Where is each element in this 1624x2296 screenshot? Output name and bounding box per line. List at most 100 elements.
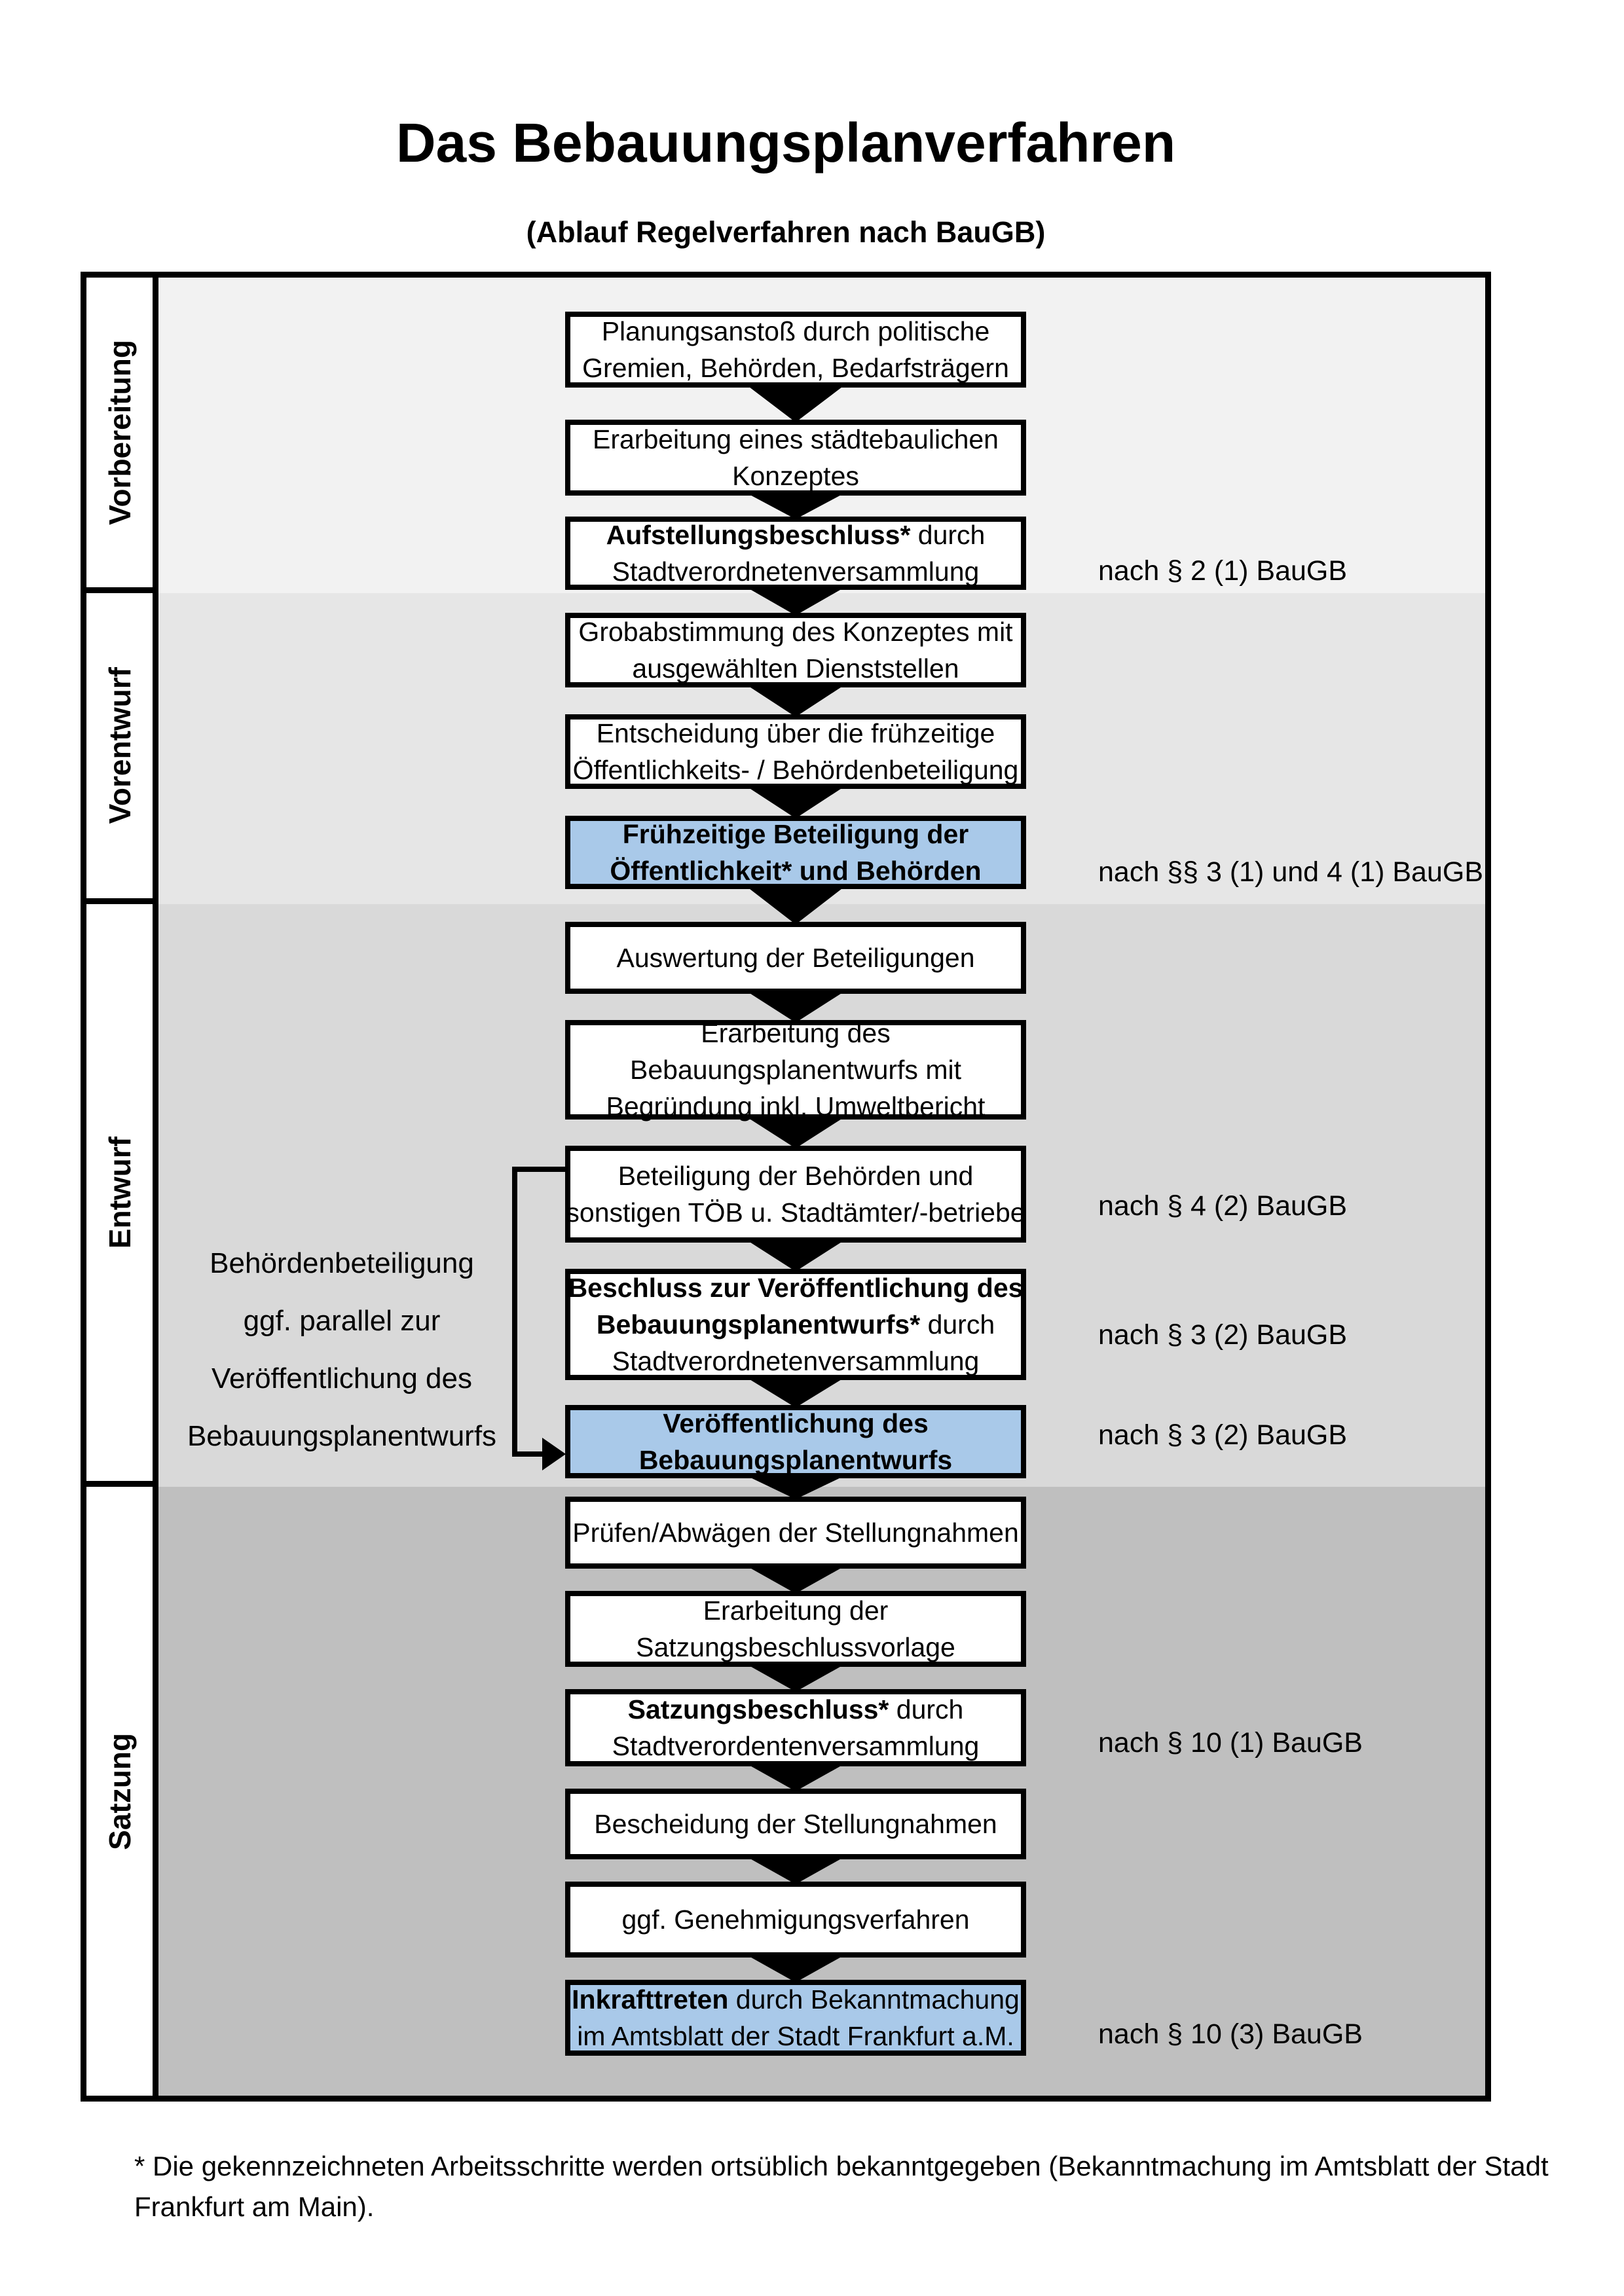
text-regular: Entscheidung über die frühzeitige (596, 718, 995, 748)
flow-arrow-down (747, 1955, 845, 1982)
flow-step-text-line: ggf. Genehmigungsverfahren (621, 1901, 969, 1938)
footnote-line: Frankfurt am Main). (134, 2191, 375, 2222)
flow-arrow-down (747, 1240, 845, 1271)
flow-step-auswertung: Auswertung der Beteiligungen (565, 922, 1026, 994)
text-regular: ausgewählten Dienststellen (632, 653, 959, 683)
flow-arrow-down (747, 886, 845, 924)
flow-step-text-line: Bescheidung der Stellungnahmen (594, 1806, 997, 1842)
text-regular: Satzungsbeschlussvorlage (636, 1632, 955, 1662)
flow-step-text-line: Erarbeitung der (703, 1592, 889, 1629)
phase-cell-satzung: Satzung (86, 1487, 153, 2096)
flow-step-text-line: Bebauungsplanentwurfs* durch (597, 1306, 995, 1343)
text-regular: durch (910, 520, 986, 550)
flow-step-text-line: Auswertung der Beteiligungen (616, 939, 974, 976)
flow-step-text-line: Prüfen/Abwägen der Stellungnahmen (572, 1514, 1019, 1551)
text-regular: Erarbeitung des (701, 1018, 891, 1048)
text-bold: Beschluss zur Veröffentlichung des (568, 1273, 1024, 1303)
flow-step-grobabstimmung: Grobabstimmung des Konzeptes mit ausgewä… (565, 613, 1026, 687)
flow-step-text-line: Stadtverordnetenversammlung (612, 1343, 980, 1379)
flow-step-text-line: Konzeptes (732, 458, 859, 494)
text-regular: Auswertung der Beteiligungen (616, 943, 975, 973)
flow-arrow-down (747, 1764, 845, 1791)
flow-step-genehmigungsverfahren: ggf. Genehmigungsverfahren (565, 1882, 1026, 1958)
page-subtitle: (Ablauf Regelverfahren nach BauGB) (526, 215, 1046, 249)
note-line: Behördenbeteiligung (210, 1247, 474, 1279)
flow-arrow-down (747, 1377, 845, 1408)
flow-step-text-line: Inkrafttreten durch Bekanntmachung (572, 1981, 1020, 2018)
phase-label-column: Vorbereitung Vorentwurf Entwurf Satzung (86, 278, 158, 2096)
legal-ref-fruehzeitige-beteiligung: nach §§ 3 (1) und 4 (1) BauGB (1098, 856, 1484, 888)
text-bold: Öffentlichkeit* und Behörden (610, 856, 982, 886)
note-line: ggf. parallel zur (243, 1305, 441, 1337)
flow-step-fruehzeitige-beteiligung: Frühzeitige Beteiligung der Öffentlichke… (565, 816, 1026, 889)
phase-cell-entwurf: Entwurf (86, 904, 153, 1487)
text-regular: durch (920, 1309, 995, 1339)
legal-ref-satzungsbeschluss: nach § 10 (1) BauGB (1098, 1727, 1363, 1758)
flow-step-text-line: Beteiligung der Behörden und (618, 1157, 974, 1194)
flow-step-satzungsvorlage: Erarbeitung der Satzungsbeschlussvorlage (565, 1591, 1026, 1667)
parallel-connector-top-segment (512, 1167, 565, 1172)
text-regular: Gremien, Behörden, Bedarfsträgern (582, 353, 1009, 383)
flow-step-text-line: Gremien, Behörden, Bedarfsträgern (582, 350, 1009, 386)
text-bold: Inkrafttreten (572, 1984, 729, 2014)
flow-arrow-down (747, 385, 845, 422)
flow-step-text-line: Grobabstimmung des Konzeptes mit (578, 613, 1012, 650)
flow-step-text-line: Erarbeitung eines städtebaulichen (593, 421, 999, 458)
flow-step-konzept-erarbeitung: Erarbeitung eines städtebaulichen Konzep… (565, 420, 1026, 496)
flow-arrow-down (747, 1566, 845, 1594)
legal-ref-veroeffentlichungsbeschluss: nach § 3 (2) BauGB (1098, 1319, 1348, 1351)
flow-step-planungsanstoss: Planungsanstoß durch politische Gremien,… (565, 312, 1026, 388)
flow-step-text-line: Stadtverordentenversammlung (612, 1728, 980, 1764)
flow-arrow-down (747, 786, 845, 818)
flow-step-text-line: Öffentlichkeit* und Behörden (610, 852, 981, 889)
flow-arrow-down (747, 991, 845, 1023)
title-block: Das Bebauungsplanverfahren (Ablauf Regel… (81, 111, 1491, 249)
text-regular: Bebauungsplanentwurfs mit (630, 1055, 961, 1085)
flow-step-text-line: Stadtverordnetenversammlung (612, 553, 980, 590)
text-regular: sonstigen TÖB u. Stadtämter/-betriebe (566, 1197, 1025, 1228)
text-regular: Erarbeitung eines städtebaulichen (593, 424, 999, 454)
flow-step-text-line: Bebauungsplanentwurfs mit (630, 1051, 961, 1088)
text-regular: Stadtverordnetenversammlung (612, 556, 980, 587)
phase-label-vorbereitung: Vorbereitung (102, 340, 137, 525)
flow-step-text-line: Bebauungsplanentwurfs (639, 1442, 952, 1478)
text-regular: Stadtverordnetenversammlung (612, 1346, 980, 1376)
flow-step-text-line: Beschluss zur Veröffentlichung des (568, 1269, 1024, 1306)
flow-arrow-down (747, 1857, 845, 1884)
flow-arrow-down (747, 1117, 845, 1148)
phase-label-vorentwurf: Vorentwurf (102, 667, 137, 824)
phase-label-satzung: Satzung (102, 1732, 137, 1850)
text-bold: Bebauungsplanentwurfs (638, 1445, 953, 1475)
text-regular: Begründung inkl. Umweltbericht (606, 1091, 986, 1121)
flow-step-text-line: Erarbeitung des (701, 1015, 890, 1051)
text-bold: Satzungsbeschluss* (627, 1694, 889, 1724)
flow-step-text-line: Begründung inkl. Umweltbericht (606, 1088, 986, 1125)
note-line: Bebauungsplanentwurfs (187, 1420, 497, 1452)
note-line: Veröffentlichung des (212, 1362, 472, 1394)
legal-ref-behoerdenbeteiligung: nach § 4 (2) BauGB (1098, 1190, 1348, 1222)
flow-arrow-down (747, 493, 845, 519)
flow-step-veroeffentlichungsbeschluss: Beschluss zur Veröffentlichung des Bebau… (565, 1269, 1026, 1380)
flow-step-behoerdenbeteiligung: Beteiligung der Behörden und sonstigen T… (565, 1146, 1026, 1243)
flow-step-veroeffentlichung: Veröffentlichung des Bebauungsplanentwur… (565, 1405, 1026, 1478)
text-regular: Stadtverordentenversammlung (612, 1731, 980, 1761)
text-regular: durch Bekanntmachung (728, 1984, 1020, 2014)
flow-step-text-line: sonstigen TÖB u. Stadtämter/-betriebe (566, 1194, 1025, 1231)
text-regular: durch (889, 1694, 964, 1724)
text-regular: Beteiligung der Behörden und (618, 1161, 974, 1191)
phase-cell-vorbereitung: Vorbereitung (86, 278, 153, 593)
parallel-connector-arrowhead-icon (542, 1438, 566, 1470)
text-regular: ggf. Genehmigungsverfahren (621, 1904, 970, 1935)
text-regular: Planungsanstoß durch politische (601, 316, 990, 346)
flow-step-satzungsbeschluss: Satzungsbeschluss* durch Stadtverordente… (565, 1689, 1026, 1766)
footnote: * Die gekennzeichneten Arbeitsschritte w… (134, 2146, 1575, 2227)
flow-arrow-down (747, 1476, 845, 1499)
text-bold: Bebauungsplanentwurfs* (596, 1309, 921, 1339)
footnote-line: * Die gekennzeichneten Arbeitsschritte w… (134, 2151, 1549, 2181)
text-regular: Prüfen/Abwägen der Stellungnahmen (572, 1518, 1019, 1548)
text-bold: Frühzeitige Beteiligung der (622, 819, 969, 849)
flow-step-text-line: Öffentlichkeits- / Behördenbeteiligung (573, 752, 1019, 788)
flow-step-aufstellungsbeschluss: Aufstellungsbeschluss* durch Stadtverord… (565, 517, 1026, 590)
diagram-content: Planungsanstoß durch politische Gremien,… (158, 278, 1485, 2096)
text-bold: Veröffentlichung des (663, 1408, 929, 1438)
